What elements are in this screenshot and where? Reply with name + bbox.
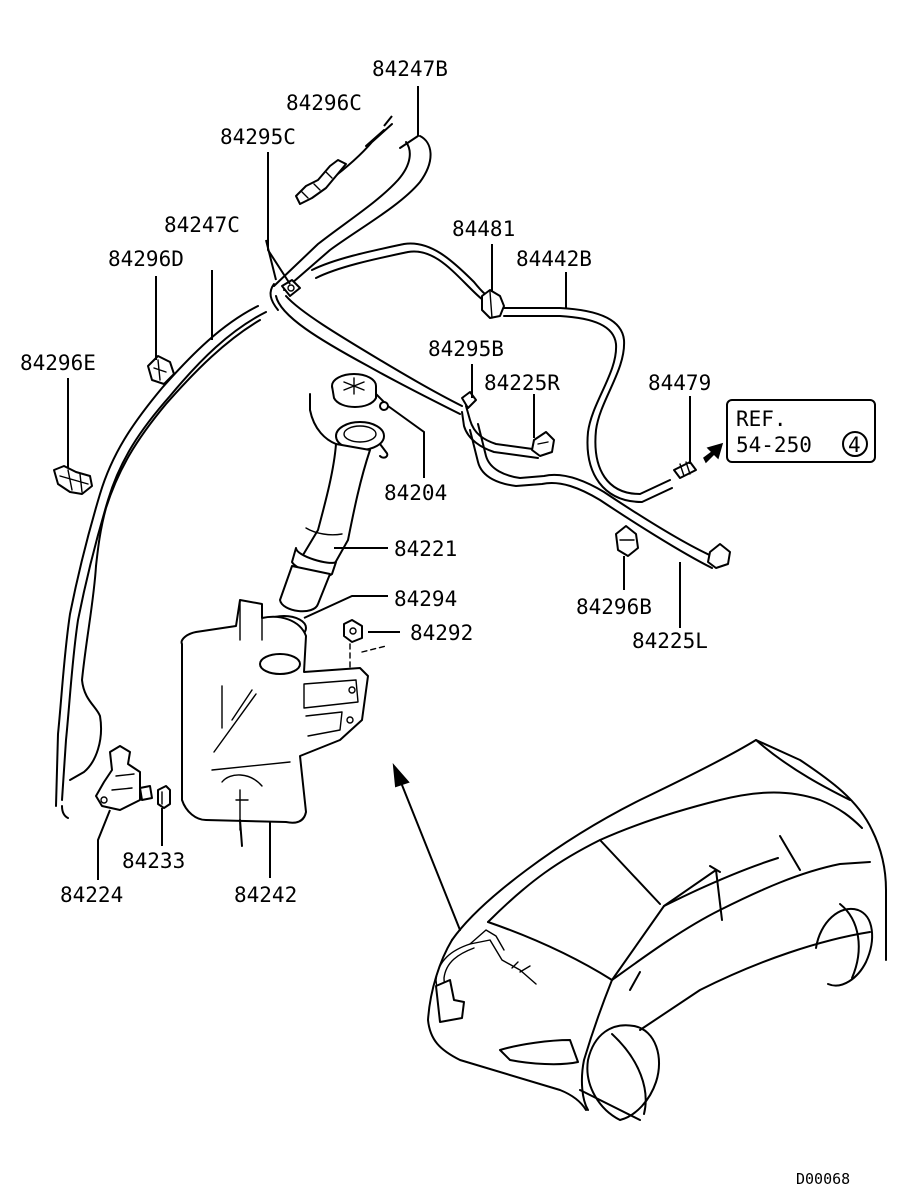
reference-circled-number: 4 bbox=[848, 433, 861, 457]
check-valve-84481 bbox=[481, 289, 505, 319]
leader-lines bbox=[67, 86, 691, 880]
clip-84296D bbox=[147, 355, 175, 385]
connector-84295B bbox=[461, 391, 477, 409]
nozzle-84225L bbox=[707, 543, 731, 569]
reference-line1: REF. bbox=[736, 407, 787, 431]
part-labels: 84247B 84296C 84295C 84247C 84296D 84296… bbox=[20, 57, 711, 907]
label-84233: 84233 bbox=[122, 849, 185, 873]
vehicle-illustration bbox=[427, 739, 887, 1121]
label-84225R: 84225R bbox=[484, 371, 560, 395]
label-84296B: 84296B bbox=[576, 595, 652, 619]
label-84221: 84221 bbox=[394, 537, 457, 561]
reference-line2: 54-250 bbox=[736, 433, 812, 457]
hose-84247C-group bbox=[269, 283, 463, 415]
pump-84224 bbox=[95, 745, 153, 811]
label-84296D: 84296D bbox=[108, 247, 184, 271]
label-84296C: 84296C bbox=[286, 91, 362, 115]
label-84242: 84242 bbox=[234, 883, 297, 907]
filler-neck-84221 bbox=[279, 393, 389, 613]
clip-84296C bbox=[295, 159, 347, 205]
label-84294: 84294 bbox=[394, 587, 457, 611]
nozzle-84225R bbox=[531, 431, 555, 457]
label-84296E: 84296E bbox=[20, 351, 96, 375]
joint-84479 bbox=[673, 461, 697, 479]
label-84224: 84224 bbox=[60, 883, 123, 907]
connector-84295C bbox=[281, 279, 301, 297]
filler-cap-84204 bbox=[331, 373, 389, 411]
label-84204: 84204 bbox=[384, 481, 447, 505]
nut-84292 bbox=[343, 619, 387, 677]
ref-arrow bbox=[703, 442, 724, 464]
label-84225L: 84225L bbox=[632, 629, 708, 653]
label-84481: 84481 bbox=[452, 217, 515, 241]
location-arrow bbox=[392, 762, 461, 931]
label-84247B: 84247B bbox=[372, 57, 448, 81]
label-84295B: 84295B bbox=[428, 337, 504, 361]
hose-84296D-84296E-group bbox=[55, 305, 267, 819]
washer-tank-84242 bbox=[180, 599, 369, 847]
diagram-code: D00068 bbox=[796, 1170, 850, 1187]
hose-84225-group bbox=[461, 405, 717, 569]
label-84479: 84479 bbox=[648, 371, 711, 395]
clip-84296B bbox=[615, 525, 639, 557]
label-84292: 84292 bbox=[410, 621, 473, 645]
label-84295C: 84295C bbox=[220, 125, 296, 149]
grommet-84233 bbox=[157, 785, 171, 809]
label-84247C: 84247C bbox=[164, 213, 240, 237]
reference-box: REF. 54-250 4 bbox=[726, 399, 876, 463]
clip-84296E bbox=[53, 465, 93, 495]
label-84442B: 84442B bbox=[516, 247, 592, 271]
